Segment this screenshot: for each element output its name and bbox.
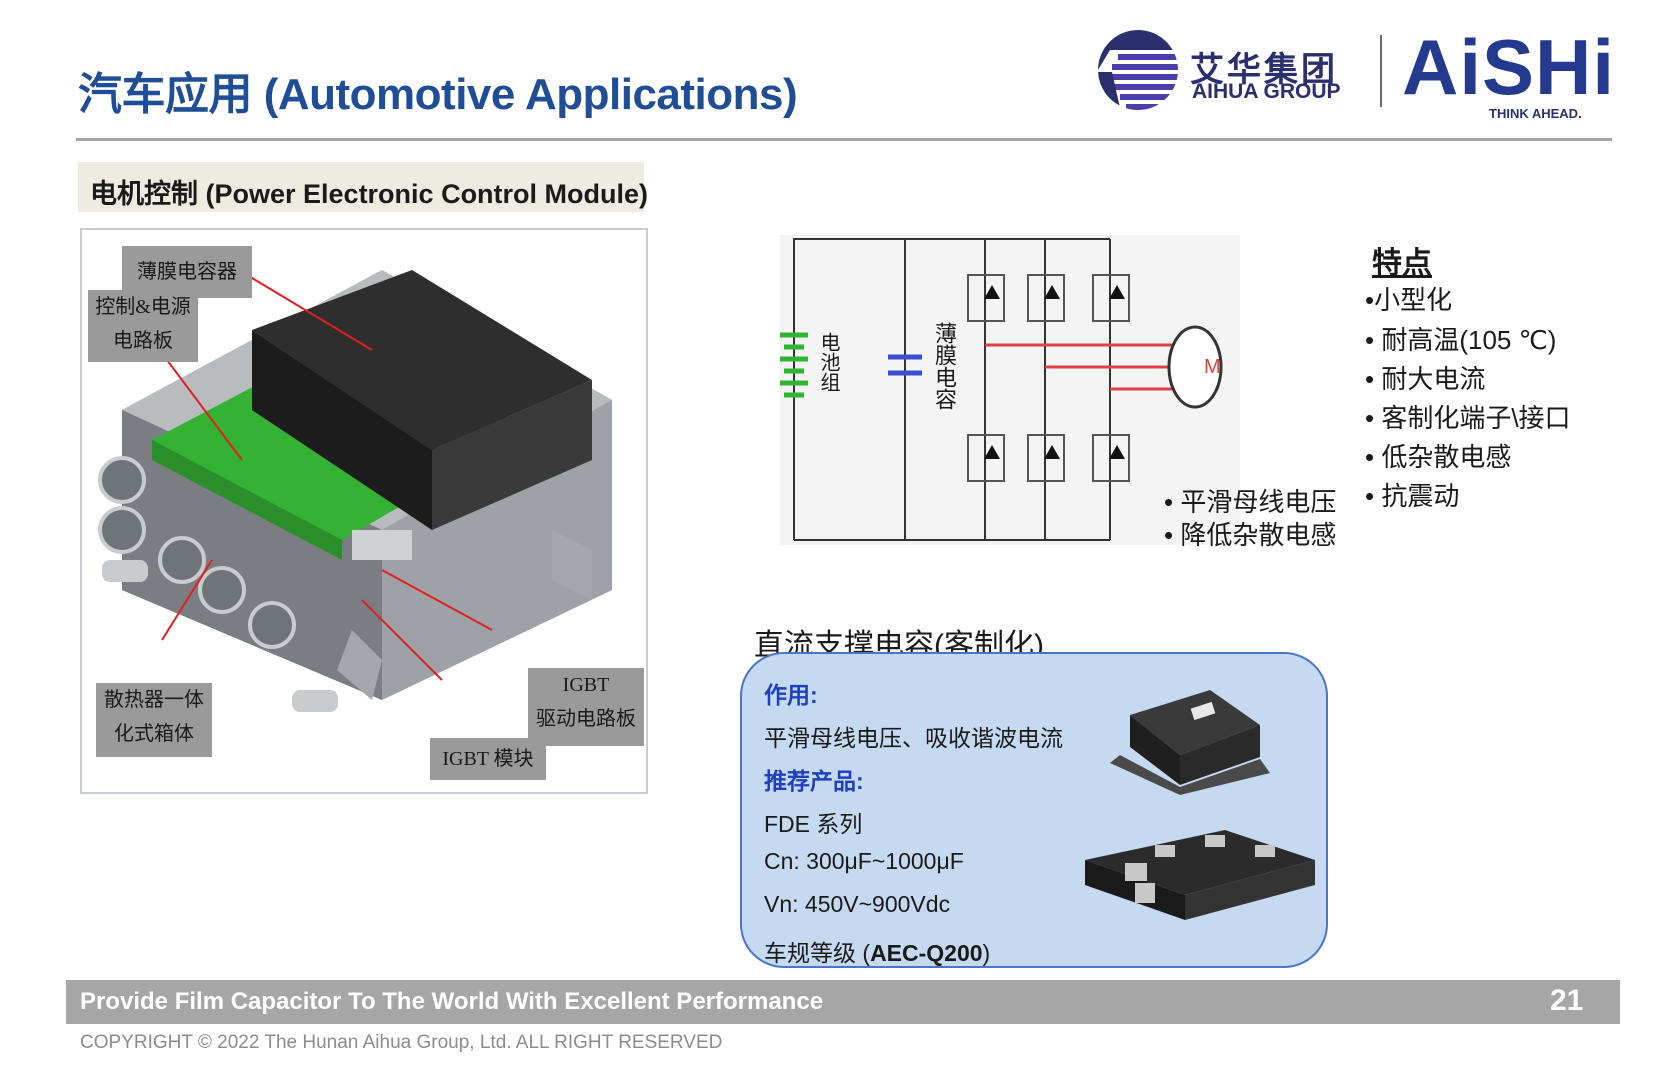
circuit-note-smoothing: • 平滑母线电压 <box>1164 487 1337 517</box>
dc-capacitance: Cn: 300μF~1000μF <box>764 848 964 874</box>
aihua-logo-chinese: 艾华集团 <box>1190 51 1338 89</box>
circuit-note-inductance: • 降低杂散电感 <box>1164 520 1337 550</box>
aihua-logo-english: AIHUA GROUP <box>1192 80 1341 103</box>
dc-grade-suffix: ) <box>982 940 991 966</box>
callout-igbt-driver-board-line1: IGBT <box>562 674 610 696</box>
feature-item: • 抗震动 <box>1365 481 1460 511</box>
footer-bar <box>66 980 1620 1024</box>
control-module-illustration <box>98 259 612 712</box>
dc-grade-prefix: 车规等级 ( <box>764 940 871 966</box>
callout-igbt-driver-board-line2: 驱动电路板 <box>536 708 636 730</box>
section-header: 电机控制 (Power Electronic Control Module) <box>78 162 648 212</box>
callout-heatsink-housing-line2: 化式箱体 <box>114 723 194 745</box>
aihua-logo-icon <box>1098 30 1178 110</box>
feature-item: •小型化 <box>1365 285 1453 315</box>
battery-label: 电池组 <box>817 332 839 392</box>
inverter-circuit-diagram <box>780 235 1240 545</box>
feature-item: • 客制化端子\接口 <box>1365 403 1571 433</box>
dc-products-label: 推荐产品: <box>764 768 864 794</box>
copyright-notice: COPYRIGHT © 2022 The Hunan Aihua Group, … <box>80 1032 723 1053</box>
callout-igbt-driver-board: IGBT 驱动电路板 <box>528 668 644 746</box>
logo-divider <box>1380 35 1382 107</box>
feature-item: • 耐大电流 <box>1365 364 1486 394</box>
dc-voltage: Vn: 450V~900Vdc <box>764 891 951 917</box>
motor-label: M <box>1204 356 1221 378</box>
callout-film-capacitor: 薄膜电容器 <box>122 246 252 298</box>
feature-item: • 低杂散电感 <box>1365 442 1512 472</box>
aishi-tagline: THINK AHEAD. <box>1489 106 1582 121</box>
page-number: 21 <box>1550 984 1584 1017</box>
dc-function-text: 平滑母线电压、吸收谐波电流 <box>764 725 1063 751</box>
footer-slogan: Provide Film Capacitor To The World With… <box>80 988 824 1015</box>
dc-series: FDE 系列 <box>764 811 863 837</box>
capacitor-module-product-image <box>1085 830 1315 920</box>
feature-item: • 耐高温(105 ℃) <box>1365 325 1557 355</box>
dc-function-label: 作用: <box>764 682 818 708</box>
callout-igbt-module: IGBT 模块 <box>430 738 546 780</box>
features-title: 特点 <box>1372 247 1432 280</box>
callout-heatsink-housing: 散热器一体 化式箱体 <box>96 683 212 757</box>
aishi-logo: AiSHi <box>1402 23 1616 111</box>
capacitor-product-image <box>1110 690 1270 795</box>
title-divider <box>76 138 1612 141</box>
callout-heatsink-housing-line1: 散热器一体 <box>104 689 204 711</box>
callout-control-power-board-line2: 电路板 <box>113 330 173 352</box>
dc-grade: 车规等级 (AEC-Q200) <box>764 934 990 968</box>
page-title: 汽车应用 (Automotive Applications) <box>78 70 798 119</box>
callout-control-power-board: 控制&电源 电路板 <box>88 290 198 362</box>
section-header-label: 电机控制 (Power Electronic Control Module) <box>90 179 649 209</box>
film-capacitor-label: 薄膜电容 <box>932 322 957 410</box>
callout-control-power-board-line1: 控制&电源 <box>95 296 191 318</box>
dc-grade-standard: AEC-Q200 <box>870 940 983 966</box>
